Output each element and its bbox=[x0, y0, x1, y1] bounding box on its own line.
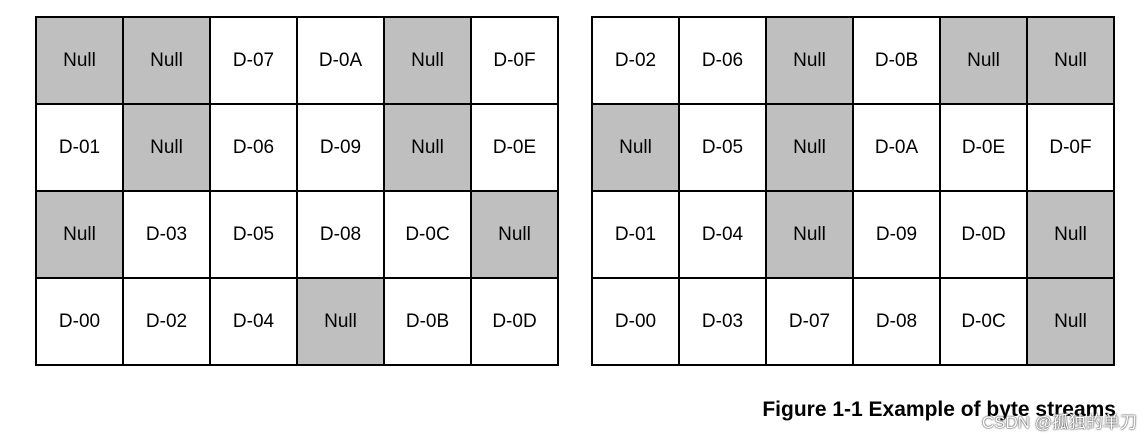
data-cell: D-08 bbox=[298, 192, 385, 279]
data-cell: D-03 bbox=[124, 192, 211, 279]
data-cell: D-0A bbox=[854, 105, 941, 192]
null-cell: Null bbox=[472, 192, 559, 279]
data-cell: D-07 bbox=[211, 18, 298, 105]
data-cell: D-09 bbox=[298, 105, 385, 192]
data-cell: D-0B bbox=[385, 279, 472, 366]
figure-caption: Figure 1-1 Example of byte streams bbox=[762, 398, 1116, 421]
data-cell: D-02 bbox=[124, 279, 211, 366]
data-cell: D-0A bbox=[298, 18, 385, 105]
null-cell: Null bbox=[124, 105, 211, 192]
data-cell: D-01 bbox=[37, 105, 124, 192]
data-cell: D-00 bbox=[593, 279, 680, 366]
data-cell: D-04 bbox=[211, 279, 298, 366]
data-cell: D-03 bbox=[680, 279, 767, 366]
null-cell: Null bbox=[593, 105, 680, 192]
data-cell: D-05 bbox=[211, 192, 298, 279]
data-cell: D-0E bbox=[472, 105, 559, 192]
null-cell: Null bbox=[124, 18, 211, 105]
null-cell: Null bbox=[37, 18, 124, 105]
null-cell: Null bbox=[37, 192, 124, 279]
null-cell: Null bbox=[1028, 279, 1115, 366]
data-cell: D-07 bbox=[767, 279, 854, 366]
null-cell: Null bbox=[767, 18, 854, 105]
data-cell: D-0B bbox=[854, 18, 941, 105]
null-cell: Null bbox=[941, 18, 1028, 105]
null-cell: Null bbox=[767, 105, 854, 192]
data-cell: D-0F bbox=[1028, 105, 1115, 192]
null-cell: Null bbox=[385, 105, 472, 192]
null-cell: Null bbox=[298, 279, 385, 366]
data-cell: D-02 bbox=[593, 18, 680, 105]
data-cell: D-00 bbox=[37, 279, 124, 366]
data-cell: D-01 bbox=[593, 192, 680, 279]
data-cell: D-0C bbox=[941, 279, 1028, 366]
data-cell: D-06 bbox=[680, 18, 767, 105]
null-cell: Null bbox=[1028, 18, 1115, 105]
watermark: CSDN @孤独的单刀 bbox=[981, 413, 1137, 432]
data-cell: D-09 bbox=[854, 192, 941, 279]
data-cell: D-0D bbox=[472, 279, 559, 366]
data-cell: D-0C bbox=[385, 192, 472, 279]
null-cell: Null bbox=[1028, 192, 1115, 279]
data-cell: D-08 bbox=[854, 279, 941, 366]
data-cell: D-0F bbox=[472, 18, 559, 105]
null-cell: Null bbox=[385, 18, 472, 105]
data-cell: D-0E bbox=[941, 105, 1028, 192]
data-cell: D-06 bbox=[211, 105, 298, 192]
data-cell: D-04 bbox=[680, 192, 767, 279]
data-cell: D-0D bbox=[941, 192, 1028, 279]
null-cell: Null bbox=[767, 192, 854, 279]
data-cell: D-05 bbox=[680, 105, 767, 192]
